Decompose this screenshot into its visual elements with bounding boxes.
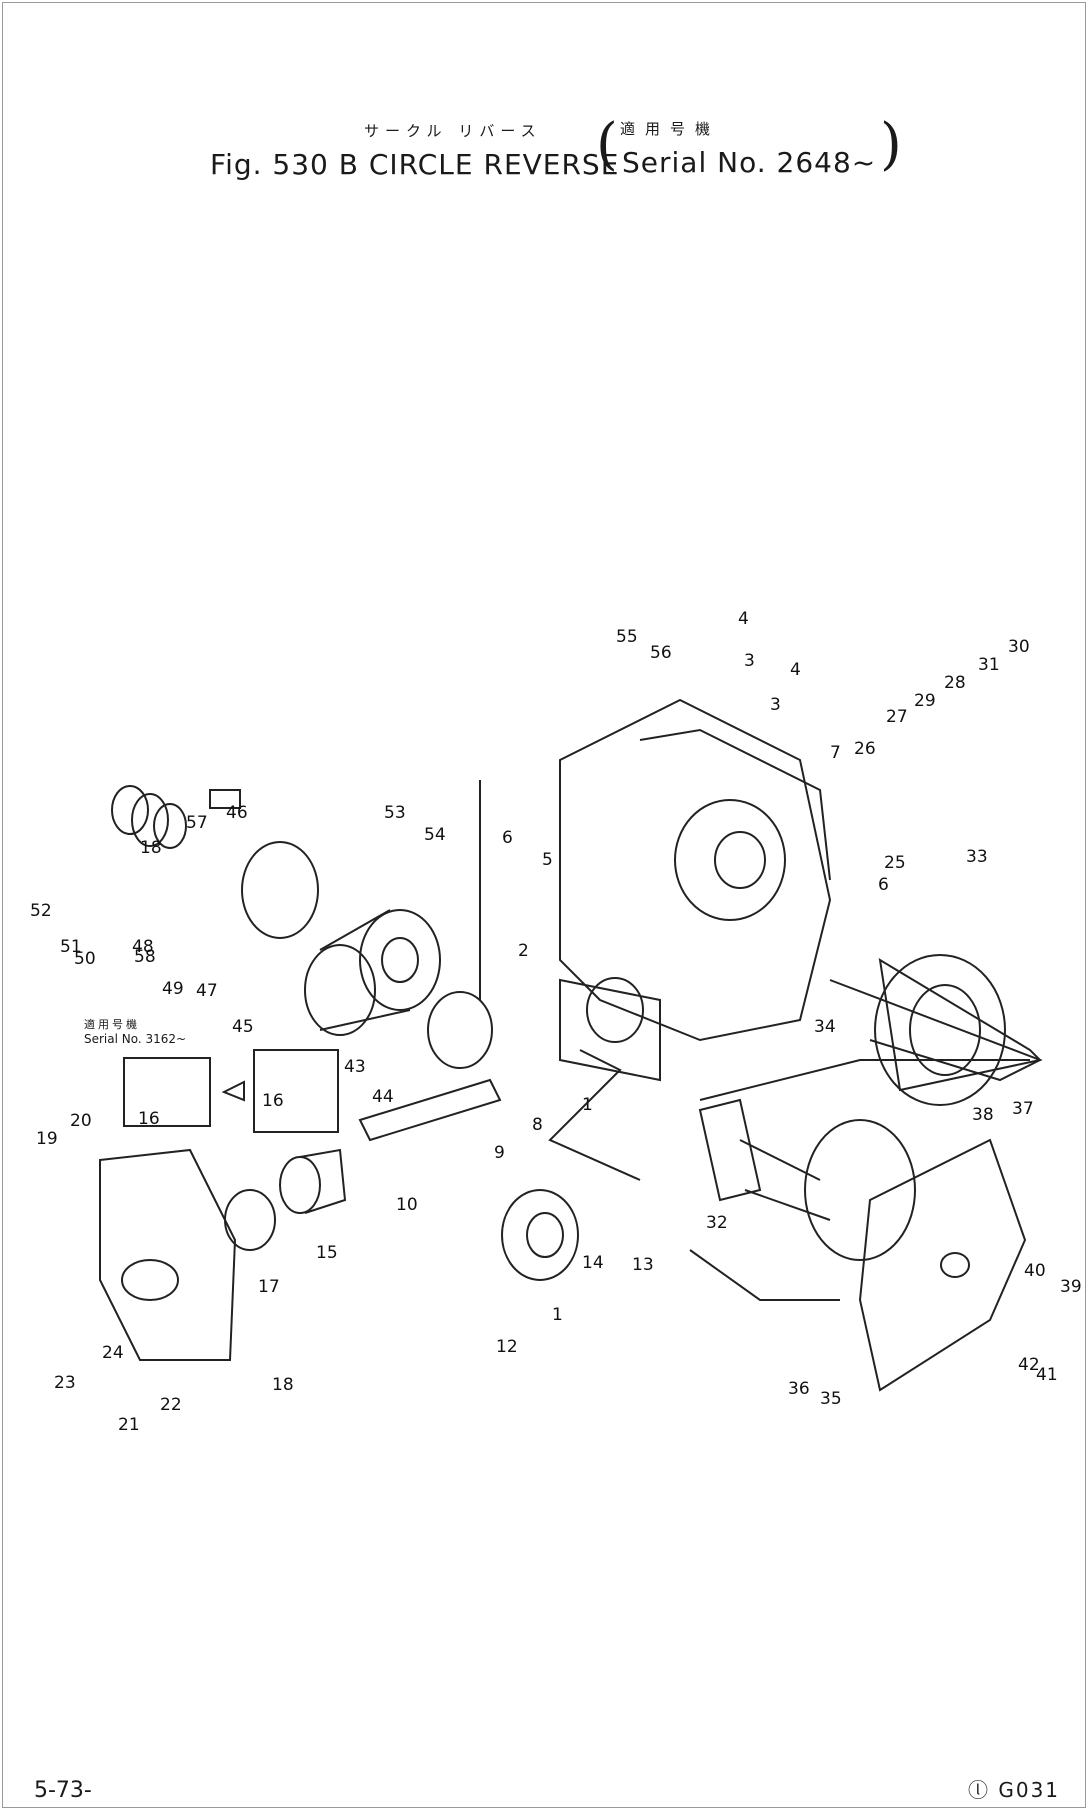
ring-part xyxy=(427,991,493,1069)
serial-range: Serial No. 2648~ xyxy=(622,146,877,179)
callout: 25 xyxy=(884,853,906,873)
inset-box-new xyxy=(253,1049,339,1133)
callout: 4 xyxy=(738,609,749,629)
callout: 46 xyxy=(226,803,248,823)
inset-box-old xyxy=(123,1057,211,1127)
coupling-bore xyxy=(526,1212,564,1258)
callout: 6 xyxy=(502,828,513,848)
callout-labels: 1 1 2 3 3 4 4 5 6 6 7 8 9 10 12 13 14 15… xyxy=(30,609,1082,1435)
inset-note-serial: Serial No. 3162~ xyxy=(84,1032,187,1046)
drawing-code: ⓛ G031 xyxy=(968,1778,1061,1802)
drum xyxy=(304,909,441,1036)
large-gear xyxy=(829,954,1043,1106)
callout: 39 xyxy=(1060,1277,1082,1297)
callout: 6 xyxy=(878,875,889,895)
callout: 58 xyxy=(134,947,156,967)
shaft xyxy=(358,1078,502,1142)
inset-note-japanese: 適用号機 xyxy=(84,1018,140,1031)
callout: 43 xyxy=(344,1057,366,1077)
coupling xyxy=(501,1189,579,1281)
callout: 18 xyxy=(140,838,162,858)
callout: 26 xyxy=(854,739,876,759)
figure-title: Fig. 530 B CIRCLE REVERSE xyxy=(210,148,620,181)
callout: 34 xyxy=(814,1017,836,1037)
callout: 5 xyxy=(542,850,553,870)
callout: 56 xyxy=(650,643,672,663)
serial-japanese: 適用号機 xyxy=(620,120,721,138)
cover-plate xyxy=(858,1138,1027,1392)
leader-line xyxy=(548,1049,641,1181)
callout: 16 xyxy=(262,1091,284,1111)
callout: 15 xyxy=(316,1243,338,1263)
callout: 1 xyxy=(582,1095,593,1115)
replacement-arrow-icon xyxy=(221,1080,245,1102)
callout: 13 xyxy=(632,1255,654,1275)
callout: 9 xyxy=(494,1143,505,1163)
callout: 31 xyxy=(978,655,1000,675)
close-paren: ) xyxy=(880,112,902,177)
seal xyxy=(224,1189,276,1251)
gear-housing xyxy=(559,698,832,1082)
bushing xyxy=(279,1156,321,1214)
callout: 29 xyxy=(914,691,936,711)
callout: 3 xyxy=(744,651,755,671)
page-number: 5-73- xyxy=(34,1778,92,1803)
callout: 7 xyxy=(830,743,841,763)
callout: 18 xyxy=(272,1375,294,1395)
callout: 45 xyxy=(232,1017,254,1037)
callout: 57 xyxy=(186,813,208,833)
callout: 53 xyxy=(384,803,406,823)
callout: 38 xyxy=(972,1105,994,1125)
callout: 24 xyxy=(102,1343,124,1363)
callout: 55 xyxy=(616,627,638,647)
callout: 20 xyxy=(70,1111,92,1131)
callout: 51 xyxy=(60,937,82,957)
callout: 12 xyxy=(496,1337,518,1357)
callout: 8 xyxy=(532,1115,543,1135)
callout: 33 xyxy=(966,847,988,867)
hub-assembly xyxy=(111,785,241,849)
callout: 1 xyxy=(552,1305,563,1325)
callout: 42 xyxy=(1018,1355,1040,1375)
callout: 44 xyxy=(372,1087,394,1107)
callout: 21 xyxy=(118,1415,140,1435)
callout: 4 xyxy=(790,660,801,680)
callout: 19 xyxy=(36,1129,58,1149)
callout: 35 xyxy=(820,1389,842,1409)
callout: 41 xyxy=(1036,1365,1058,1385)
flange xyxy=(241,841,319,939)
callout: 40 xyxy=(1024,1261,1046,1281)
callout: 22 xyxy=(160,1395,182,1415)
callout: 32 xyxy=(706,1213,728,1233)
callout: 17 xyxy=(258,1277,280,1297)
callout: 54 xyxy=(424,825,446,845)
callout: 23 xyxy=(54,1373,76,1393)
callout: 47 xyxy=(196,981,218,1001)
callout: 36 xyxy=(788,1379,810,1399)
callout: 50 xyxy=(74,949,96,969)
callout: 14 xyxy=(582,1253,604,1273)
title-japanese: サークル リバース xyxy=(364,122,542,140)
callout: 30 xyxy=(1008,637,1030,657)
callout: 28 xyxy=(944,673,966,693)
callout: 49 xyxy=(162,979,184,999)
callout: 27 xyxy=(886,707,908,727)
callout: 2 xyxy=(518,941,529,961)
callout: 48 xyxy=(132,937,154,957)
callout: 37 xyxy=(1012,1099,1034,1119)
callout: 10 xyxy=(396,1195,418,1215)
callout: 52 xyxy=(30,901,52,921)
callout: 16 xyxy=(138,1109,160,1129)
callout: 3 xyxy=(770,695,781,715)
side-cover xyxy=(99,1148,237,1361)
bushing-body xyxy=(299,1148,347,1214)
output-shaft xyxy=(698,1098,916,1261)
leader-line-2 xyxy=(689,1249,840,1301)
open-paren: ( xyxy=(596,112,618,177)
leader-line-3 xyxy=(699,1059,1030,1101)
